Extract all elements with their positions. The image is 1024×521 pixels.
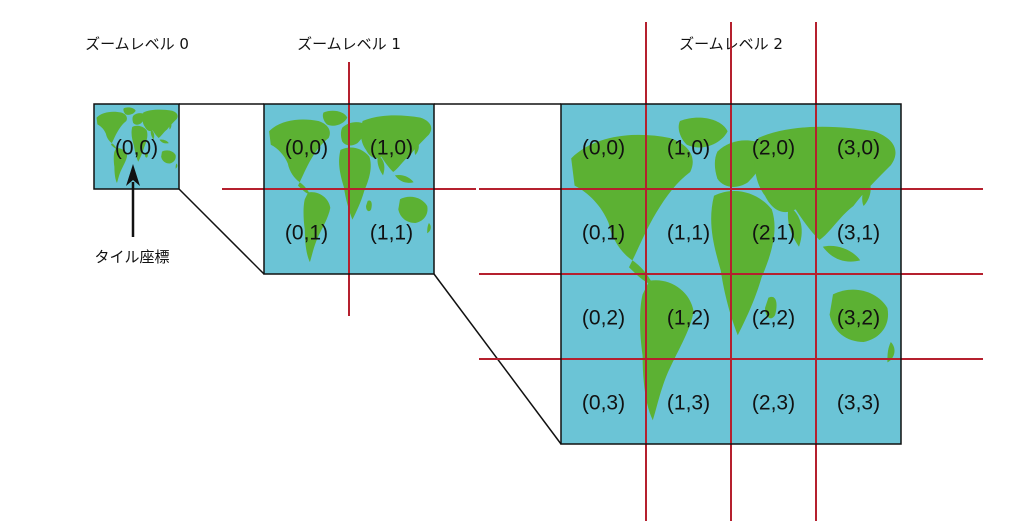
- zoom-level-frame: [560, 103, 902, 445]
- zoom-level-title: ズームレベル 1: [297, 35, 401, 53]
- tile-coordinate-label: (2,1): [752, 222, 795, 245]
- annotation-arrowhead-icon: [126, 164, 140, 186]
- tile-coordinate-label: (1,1): [370, 222, 413, 245]
- zoom-level-1: ズームレベル 1 (0,0) (1,0) (0,1) (1,1): [222, 35, 476, 316]
- tile-coordinate-label: (1,2): [667, 307, 710, 330]
- tile-coordinate-label: (0,1): [285, 222, 328, 245]
- tile-coordinate-label: (1,1): [667, 222, 710, 245]
- tile-coordinate-label: (0,1): [582, 222, 625, 245]
- connector-bottom-0: [178, 188, 265, 275]
- zoom-level-frame: [263, 103, 435, 275]
- tile-coordinate-label: (3,2): [837, 307, 880, 330]
- zoom-level-0: ズームレベル 0 (0,0): [85, 35, 189, 190]
- tile-coordinate-label: (2,0): [752, 137, 795, 160]
- tile-coordinate-label: (0,2): [582, 307, 625, 330]
- tile-coordinate-label: (3,3): [837, 392, 880, 415]
- zoom-level-frame: [93, 103, 180, 190]
- tile-coordinate-label: (3,1): [837, 222, 880, 245]
- tile-coordinate-annotation: タイル座標: [94, 164, 170, 266]
- annotation-label: タイル座標: [94, 248, 169, 266]
- tile-coordinate-label: (0,0): [115, 137, 158, 160]
- tile-coordinate-label: (2,3): [752, 392, 795, 415]
- tile-coordinate-label: (3,0): [837, 137, 880, 160]
- tile-coordinate-label: (0,0): [582, 137, 625, 160]
- tile-coordinate-label: (2,2): [752, 307, 795, 330]
- tile-coordinate-label: (1,0): [667, 137, 710, 160]
- tile-coordinate-label: (0,0): [285, 137, 328, 160]
- zoom-level-title: ズームレベル 0: [85, 35, 189, 53]
- tile-coordinate-label: (0,3): [582, 392, 625, 415]
- tile-coordinate-label: (1,3): [667, 392, 710, 415]
- tile-coordinate-label: (1,0): [370, 137, 413, 160]
- zoom-level-2: ズームレベル 2(0,0)(1,0)(2,0)(3,0)(0,1)(1,1)(2…: [479, 22, 983, 521]
